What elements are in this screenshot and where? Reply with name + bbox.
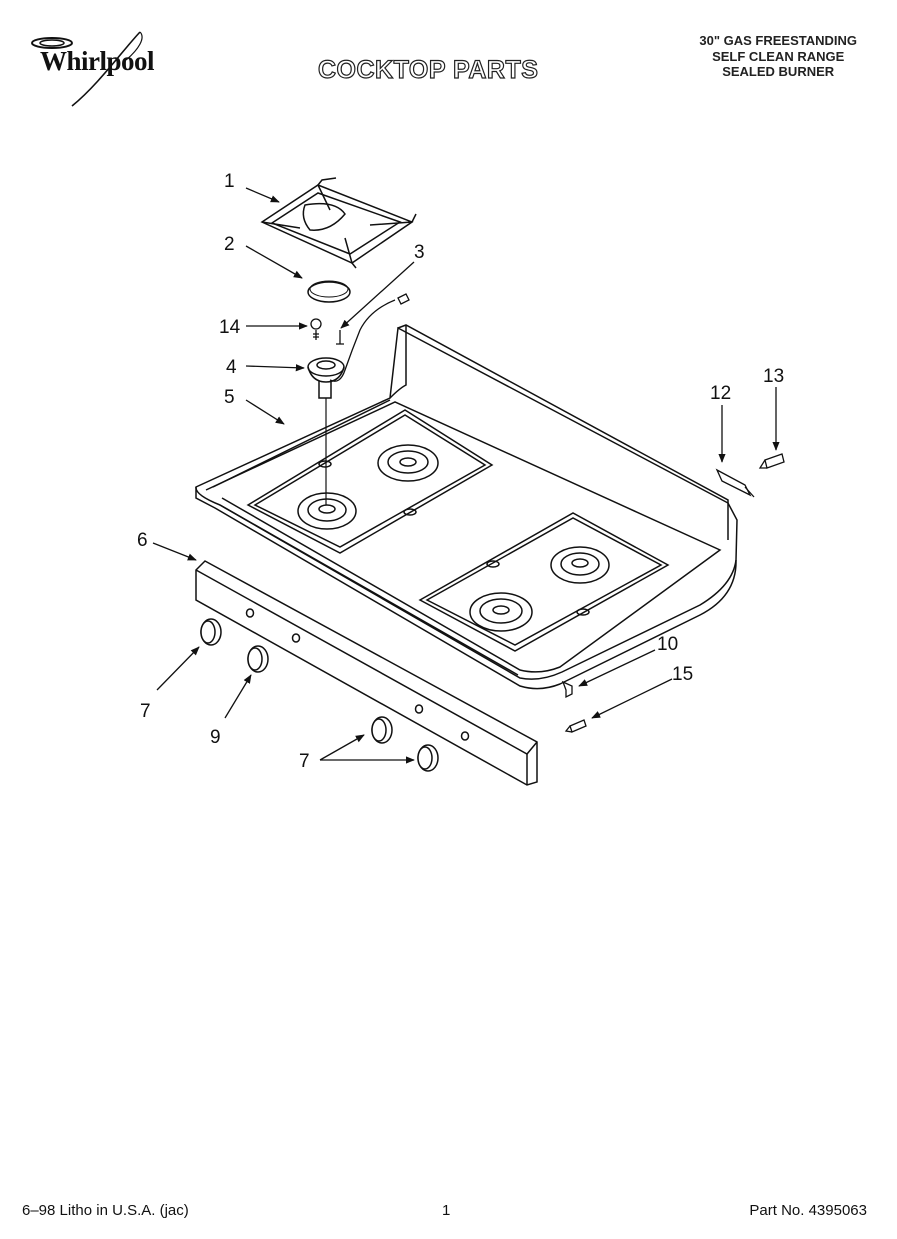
burner-grate [260, 177, 417, 269]
callout-7: 7 [299, 751, 310, 772]
burner-base [307, 357, 345, 505]
callout-6: 6 [137, 530, 148, 551]
burner-knob [247, 645, 269, 673]
page-number: 1 [442, 1202, 451, 1219]
leader-lines [152, 187, 780, 764]
callout-2: 2 [224, 234, 235, 255]
burner-cap [307, 280, 351, 303]
callout-4: 4 [226, 357, 237, 378]
model-description: 30" GAS FREESTANDING SELF CLEAN RANGE SE… [699, 33, 857, 80]
logo-swoosh-icon [31, 31, 143, 107]
burner-knob [417, 744, 439, 772]
callout-1: 1 [224, 171, 235, 192]
callout-3: 3 [414, 242, 425, 263]
callout-9: 9 [210, 727, 221, 748]
model-line: SELF CLEAN RANGE [712, 48, 845, 64]
callout-13: 13 [763, 366, 784, 387]
burner-knob [200, 618, 222, 646]
callout-12: 12 [710, 383, 731, 404]
burner-knob [371, 716, 393, 744]
mounting-screw [758, 453, 785, 469]
panel-clip [561, 680, 573, 699]
callout-5: 5 [224, 387, 235, 408]
screw [310, 318, 322, 340]
whirlpool-logo [28, 30, 178, 110]
manifold-panel [195, 560, 538, 786]
igniter-wire [329, 293, 410, 382]
cooktop [195, 324, 738, 690]
callout-7: 7 [140, 701, 151, 722]
page-title: COCKTOP PARTS [317, 55, 539, 84]
callout-10: 10 [657, 634, 678, 655]
callout-14: 14 [219, 317, 241, 338]
panel-screw [564, 719, 587, 733]
print-info: 6–98 Litho in U.S.A. (jac) [22, 1202, 189, 1219]
cooktop-parts-diagram: 1 2 3 14 4 5 6 7 9 7 12 13 10 15 [137, 171, 785, 786]
callout-15: 15 [672, 664, 693, 685]
brand-name: Whirlpool [40, 46, 155, 76]
hinge-bracket [715, 468, 755, 498]
model-line: 30" GAS FREESTANDING [699, 33, 857, 48]
part-number: Part No. 4395063 [749, 1202, 867, 1219]
model-line: SEALED BURNER [722, 64, 835, 79]
